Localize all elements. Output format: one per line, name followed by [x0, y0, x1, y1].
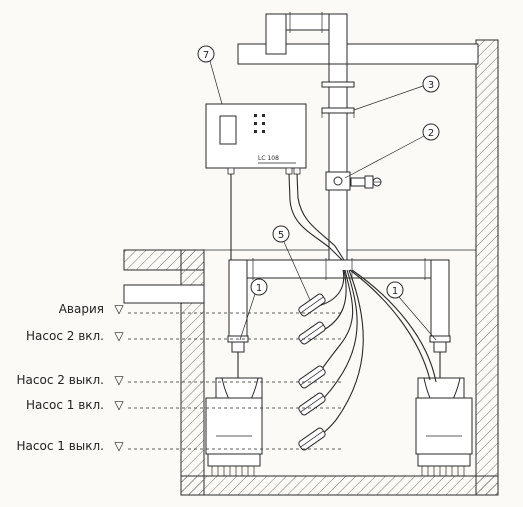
- level-label-pump2-off: Насос 2 выкл.: [17, 373, 104, 387]
- pump-right: [415, 377, 473, 476]
- callout-circle-pipe-clamp: [422, 75, 440, 93]
- level-labels: Авария ▽ Насос 2 вкл. ▽ Насос 2 выкл. ▽ …: [17, 302, 125, 453]
- float-switches: [298, 293, 326, 451]
- level-symbol-pump2-off: ▽: [114, 373, 124, 387]
- callout-float-switches: 5: [278, 230, 284, 241]
- float-cables: [317, 269, 364, 438]
- level-symbol-alarm: ▽: [114, 302, 124, 316]
- level-label-alarm: Авария: [59, 302, 104, 316]
- callout-control-box: 7: [203, 50, 209, 61]
- control-box: LC 108: [205, 103, 345, 261]
- distribution-pipe: [228, 258, 450, 341]
- level-label-pump1-on: Насос 1 вкл.: [26, 398, 104, 412]
- callout-pipe-clamp: 3: [428, 80, 434, 91]
- callouts: 1 1 2 3 5 7: [197, 45, 440, 341]
- callout-valve: 2: [428, 128, 434, 139]
- pump-left: [205, 377, 263, 476]
- pump-cables: [349, 269, 437, 383]
- discharge-pipe-top: [237, 12, 479, 65]
- callout-pump-right: 1: [392, 286, 398, 297]
- callout-circle-pump-right: [386, 281, 404, 299]
- level-label-pump1-off: Насос 1 выкл.: [17, 439, 104, 453]
- level-symbol-pump2-on: ▽: [114, 329, 124, 343]
- level-symbol-pump1-on: ▽: [114, 398, 124, 412]
- level-label-pump2-on: Насос 2 вкл.: [26, 329, 104, 343]
- callout-pump-left: 1: [256, 283, 262, 294]
- callout-circle-valve: [422, 123, 440, 141]
- callout-circle-control-box: [197, 45, 215, 63]
- control-box-brand: LC 108: [258, 155, 279, 162]
- riser-pipe: [321, 63, 382, 261]
- inlet-pipe: [123, 284, 205, 304]
- level-symbol-pump1-off: ▽: [114, 439, 124, 453]
- callout-circle-pump-left: [250, 278, 268, 296]
- couplings: [227, 335, 451, 378]
- callout-circle-float-switches: [272, 225, 290, 243]
